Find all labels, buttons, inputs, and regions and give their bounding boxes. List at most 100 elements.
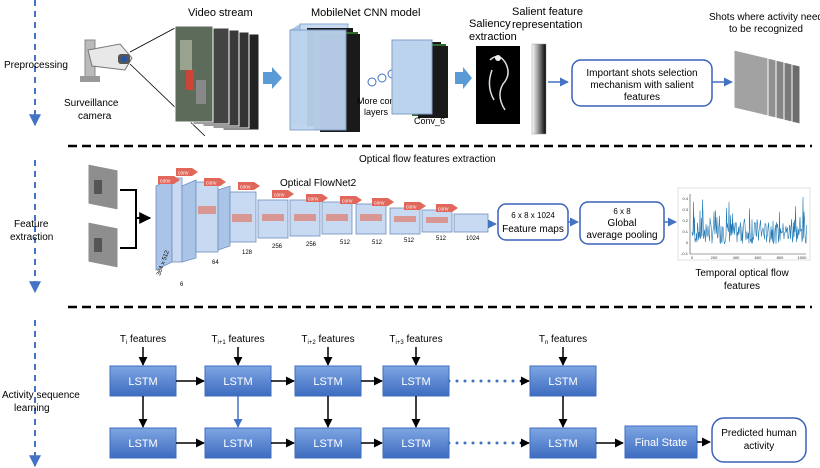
lstm-cell-label: LSTM bbox=[548, 376, 577, 388]
selection-label-3: features bbox=[624, 92, 660, 103]
ytick-label: 0.1 bbox=[682, 229, 688, 234]
conv-tag-label: conv bbox=[240, 185, 251, 191]
dim-label: 512 bbox=[340, 240, 351, 246]
dim-label: 1024 bbox=[466, 236, 480, 242]
conv-tag bbox=[340, 196, 362, 204]
conv-tag bbox=[306, 194, 328, 202]
xtick-label: 1000 bbox=[798, 255, 808, 260]
xtick-label: 600 bbox=[755, 255, 762, 260]
timestep-feature-label: Ti+1 features bbox=[211, 334, 264, 346]
flownet-label: Optical FlowNet2 bbox=[280, 178, 357, 189]
camera-icon bbox=[80, 39, 133, 82]
lstm-cell-label: LSTM bbox=[128, 376, 157, 388]
conv-tag-label: conv bbox=[374, 201, 385, 207]
conv-tag-label: conv bbox=[342, 199, 353, 205]
dim-label: 512 bbox=[404, 238, 415, 244]
lstm-cell bbox=[382, 427, 450, 459]
section-label-activity: Activity sequence bbox=[2, 390, 80, 401]
lstm-cell-label: LSTM bbox=[223, 376, 252, 388]
camera-label-2: camera bbox=[78, 111, 112, 122]
conv-tag-label: conv bbox=[406, 205, 417, 211]
dim-label: 64 bbox=[212, 260, 219, 266]
conv-tag-label: conv bbox=[308, 197, 319, 203]
ytick-label: 0.4 bbox=[682, 196, 688, 201]
flownet-blocks bbox=[155, 177, 489, 271]
mobilenet-label: MobileNet CNN model bbox=[311, 7, 420, 19]
conv-tag-label: conv bbox=[206, 181, 217, 187]
gap-label-1: Global bbox=[608, 218, 637, 229]
temporal-label-2: features bbox=[724, 281, 760, 292]
dim-label: 256 bbox=[272, 244, 283, 250]
conv6-label: Conv_6 bbox=[414, 116, 445, 126]
conv-tag-label: conv bbox=[438, 207, 449, 213]
ytick-label: -0.1 bbox=[681, 251, 689, 256]
xtick-label: 200 bbox=[711, 255, 718, 260]
mobilenet-layers bbox=[289, 23, 360, 132]
lstm-cell-label: LSTM bbox=[401, 376, 430, 388]
video-stream-frames bbox=[174, 25, 260, 131]
lstm-cell-label: LSTM bbox=[128, 438, 157, 450]
dim-label: 256 bbox=[306, 242, 317, 248]
conv-tag-label: conv bbox=[274, 193, 285, 199]
lstm-cell bbox=[529, 365, 597, 397]
predicted-label-2: activity bbox=[744, 441, 775, 452]
lstm-cell-label: LSTM bbox=[313, 376, 342, 388]
salient-rep-label-1: Salient feature bbox=[512, 6, 583, 18]
lstm-cell bbox=[204, 365, 272, 397]
ellipsis-circle bbox=[367, 77, 377, 87]
section-label-learning: learning bbox=[14, 403, 50, 414]
conv-tag-label: conv bbox=[178, 171, 189, 177]
saliency-label-2: extraction bbox=[469, 31, 517, 43]
xtick-label: 800 bbox=[777, 255, 784, 260]
conv-tag bbox=[238, 182, 260, 190]
feature-maps-label: Feature maps bbox=[502, 224, 564, 235]
dim-label: 128 bbox=[242, 250, 253, 256]
selected-shots-frames bbox=[733, 49, 801, 125]
conv-tag bbox=[204, 178, 226, 186]
lstm-cell bbox=[109, 427, 177, 459]
lstm-cell bbox=[109, 365, 177, 397]
selection-label-2: mechanism with salient bbox=[590, 80, 694, 91]
lstm-cell bbox=[382, 365, 450, 397]
signal-line bbox=[691, 196, 807, 245]
gap-label-2: average pooling bbox=[586, 230, 657, 241]
input-merge-connector bbox=[120, 189, 150, 249]
predicted-activity-box bbox=[711, 417, 807, 463]
conv-tag-label: conv bbox=[160, 179, 171, 185]
xtick-label: 0 bbox=[691, 255, 694, 260]
dim-label: 6 bbox=[180, 282, 184, 288]
section-label-preprocessing: Preprocessing bbox=[4, 60, 68, 71]
conv-tag bbox=[404, 202, 426, 210]
lstm-cell bbox=[294, 365, 362, 397]
xtick-label: 400 bbox=[733, 255, 740, 260]
ytick-label: 0 bbox=[686, 240, 689, 245]
final-state-box bbox=[624, 425, 698, 459]
conv-tag bbox=[176, 168, 198, 176]
shots-label-1: Shots where activity need bbox=[709, 12, 820, 23]
lstm-cell-label: LSTM bbox=[223, 438, 252, 450]
input-frames bbox=[87, 163, 119, 269]
more-conv-label-2: layers bbox=[364, 107, 389, 117]
timestep-feature-label: Ti+3 features bbox=[389, 334, 442, 346]
feature-maps-dim: 6 x 8 x 1024 bbox=[511, 211, 555, 220]
dim-label: 512 bbox=[372, 240, 383, 246]
section-label-feature: Feature bbox=[14, 219, 49, 230]
section-label-extraction: extraction bbox=[10, 232, 53, 243]
saliency-label-1: Saliency bbox=[469, 18, 511, 30]
timestep-feature-label: Ti+2 features bbox=[301, 334, 354, 346]
video-stream-label: Video stream bbox=[188, 7, 253, 19]
lstm-cell-label: LSTM bbox=[548, 438, 577, 450]
lstm-cell-label: LSTM bbox=[313, 438, 342, 450]
lstm-cell-label: LSTM bbox=[401, 438, 430, 450]
ytick-label: 0.3 bbox=[682, 207, 688, 212]
conv-tag bbox=[272, 190, 294, 198]
conv-tag bbox=[372, 198, 394, 206]
flow-arrow bbox=[455, 67, 472, 89]
lstm-grid: Ti features Ti+1 features Ti+2 features Ti+… bbox=[109, 334, 624, 459]
more-conv-label-1: More conv bbox=[357, 96, 400, 106]
ellipsis-circle bbox=[377, 73, 387, 83]
lstm-cell bbox=[204, 427, 272, 459]
timestep-feature-label: Ti features bbox=[120, 334, 166, 346]
